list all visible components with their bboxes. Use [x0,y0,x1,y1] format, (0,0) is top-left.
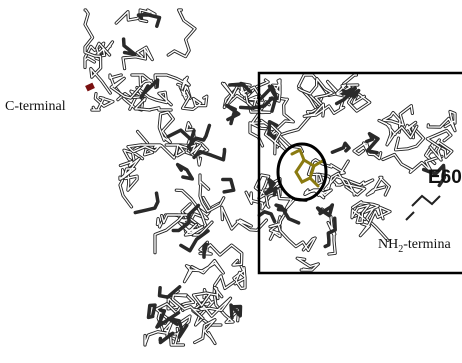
backbone-segment [175,189,207,236]
helix-segment [259,84,279,101]
helix-segment [175,162,195,181]
backbone-segment [321,208,336,255]
backbone-segment [119,169,138,208]
helix-segment [267,119,279,140]
helix-segment [364,131,380,155]
backbone-segment [192,297,232,326]
helix-segment [192,147,227,162]
backbone-segment [119,157,140,180]
helix-segment [264,177,278,197]
backbone-segment [165,144,202,157]
helix-segment [186,123,212,152]
helix-segment [155,308,181,329]
helix-segment [257,210,277,224]
backbone-segment [382,105,414,133]
backbone-segment [109,74,143,99]
helix-segment [315,203,335,218]
helix-segment [341,88,361,99]
helix-segment [330,141,351,154]
helix-segment [229,303,243,320]
binding-site-circle [276,142,328,202]
helix-segment [158,331,175,345]
helix-segment [179,229,210,253]
helix-segment [228,82,253,94]
nh2-subscript: 2 [398,244,403,255]
backbone-segment [427,110,456,132]
backbone-segment [426,129,452,161]
helix-segment [421,163,447,188]
helix-segment [274,203,301,225]
backbone-segment [171,294,204,320]
ligand-molecule [290,148,326,188]
backbone-segment [303,99,345,117]
backbone-segment [296,257,319,271]
backbone-segment [84,9,111,94]
backbone-segment [183,259,224,283]
helix-segment [171,203,201,233]
backbone-segment [158,111,174,143]
backbone-segment-outline [181,89,209,111]
backbone-segment [91,92,114,111]
helix-segment [323,216,337,249]
backbone-segment [134,97,172,111]
backbone-segment [154,214,191,254]
backbone-segment [351,204,370,224]
backbone-segment [84,41,114,69]
nh2-suffix: -termina [403,237,451,252]
backbone-segment [154,74,190,90]
backbone-segment [382,153,443,173]
c-terminal-label: C-terminal [5,99,66,114]
c-terminal-marker [85,82,95,92]
helix-segment [225,103,241,126]
backbone-segment [167,9,196,58]
protein-backbone-trace [83,8,457,347]
backbone-segment [199,241,243,266]
e60-label: E60 [428,167,462,188]
helix-segment [146,303,157,320]
backbone-segment [131,74,153,86]
backbone-segment [169,315,191,346]
backbone-segment [194,319,216,345]
backbone-segment [336,84,359,98]
helix-segment [221,177,236,194]
e60-residue-sidechain [405,194,441,221]
domain-highlight-box [257,71,462,275]
backbone-segment [359,206,391,237]
helix-segments [121,13,447,345]
backbone-segment [394,121,425,151]
backbone-segment [199,174,225,213]
backbone-segment [178,221,204,236]
helix-segment [136,13,162,28]
backbone-segment [378,119,418,146]
nh2-terminal-label: NH2-termina [378,237,451,255]
backbone-segment [192,286,223,307]
backbone-segment [95,42,111,61]
backbone-segment [233,262,246,290]
helix-segment [157,285,182,299]
helix-segment [121,37,137,57]
helix-segment [139,78,160,100]
backbone-segment [269,212,316,252]
helix-segment [202,242,209,259]
backbone-segment [304,189,332,199]
helix-segment [238,96,277,113]
backbone-segment [221,206,268,231]
backbone-segment [298,77,333,105]
backbone-segment [324,172,366,196]
nh2-prefix: NH [378,237,398,252]
helix-segment [133,191,160,215]
backbone-segment [366,176,390,196]
helix-segment [166,128,196,142]
backbone-segment [181,90,208,111]
backbone-segment [122,46,153,70]
backbone-segment [127,144,193,159]
backbone-segment [353,141,382,160]
